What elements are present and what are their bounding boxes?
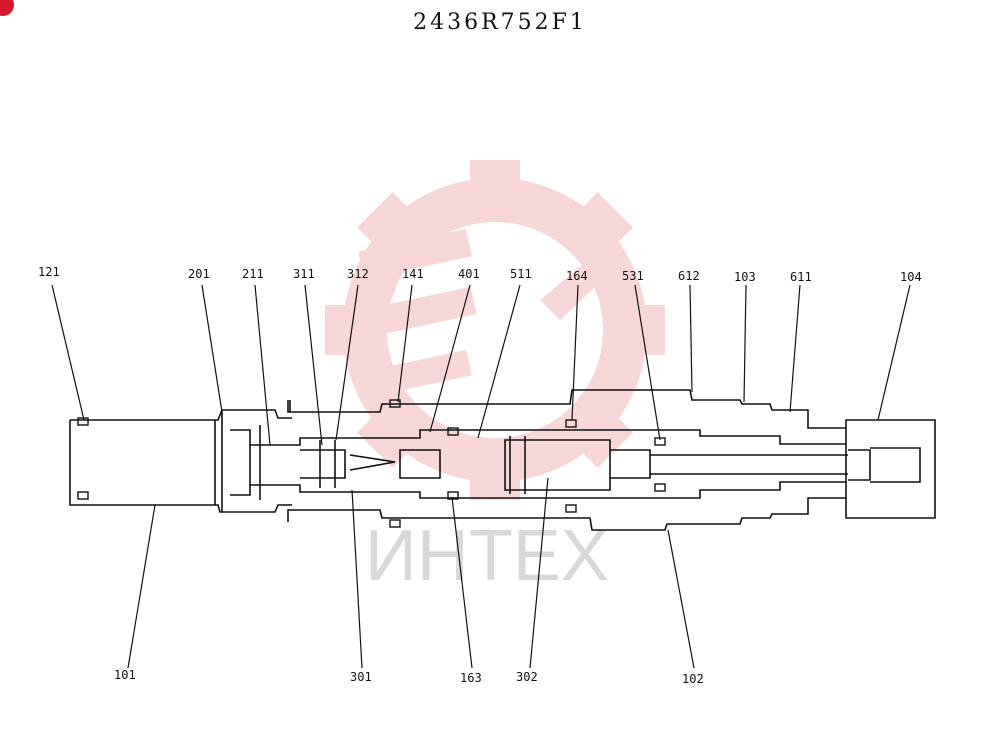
callout-302: 302 bbox=[516, 670, 538, 684]
callout-141: 141 bbox=[402, 267, 424, 281]
drawing-number: 2436R752F1 bbox=[413, 10, 587, 35]
callout-612: 612 bbox=[678, 269, 700, 283]
callout-101: 101 bbox=[114, 668, 136, 682]
watermark-text: ИНТЕХ bbox=[365, 516, 609, 596]
callout-611: 611 bbox=[790, 270, 812, 284]
corner-logo-mark bbox=[0, 0, 14, 16]
callout-301: 301 bbox=[350, 670, 372, 684]
callout-531: 531 bbox=[622, 269, 644, 283]
callout-labels-top: 121 201 211 311 312 141 401 511 164 531 … bbox=[38, 265, 922, 284]
callout-163: 163 bbox=[460, 671, 482, 685]
callout-312: 312 bbox=[347, 267, 369, 281]
watermark-logo bbox=[325, 160, 665, 500]
callout-201: 201 bbox=[188, 267, 210, 281]
callout-103: 103 bbox=[734, 270, 756, 284]
callout-102: 102 bbox=[682, 672, 704, 686]
callout-211: 211 bbox=[242, 267, 264, 281]
leader-lines bbox=[51, 284, 911, 669]
callout-104: 104 bbox=[900, 270, 922, 284]
callout-164: 164 bbox=[566, 269, 588, 283]
valve-body bbox=[69, 389, 936, 531]
callout-121: 121 bbox=[38, 265, 60, 279]
callout-511: 511 bbox=[510, 267, 532, 281]
callout-311: 311 bbox=[293, 267, 315, 281]
callout-labels-bottom: 101 301 163 302 102 bbox=[114, 668, 704, 686]
callout-401: 401 bbox=[458, 267, 480, 281]
